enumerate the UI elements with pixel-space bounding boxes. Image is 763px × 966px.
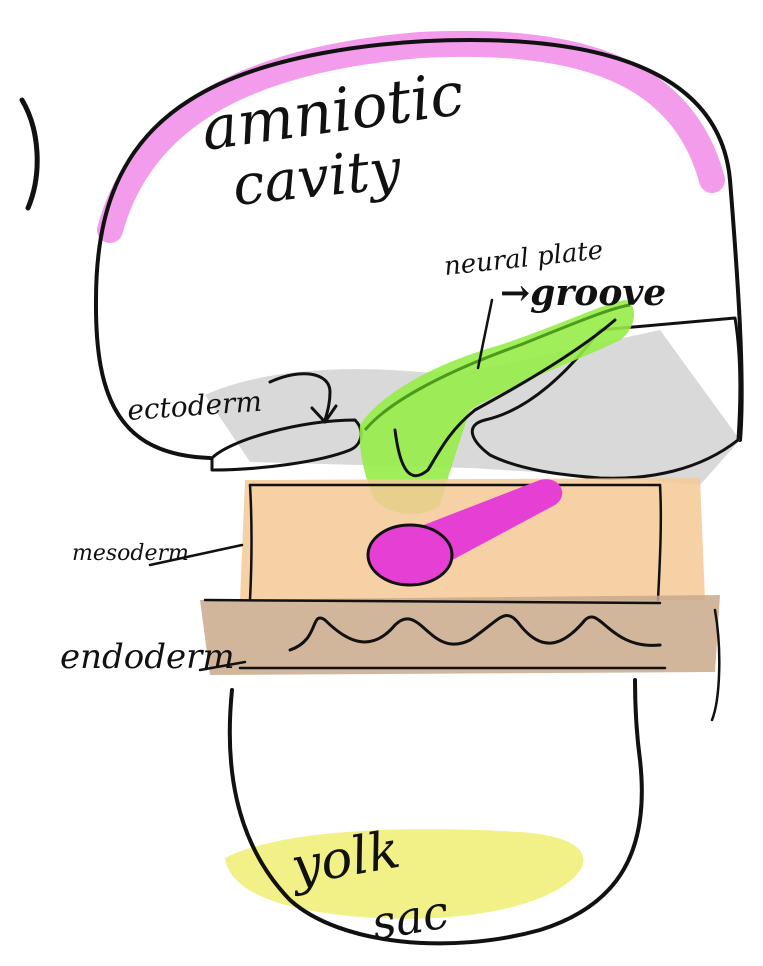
neural-label-line2: →groove bbox=[500, 272, 666, 314]
mesoderm-label: mesoderm bbox=[72, 541, 189, 566]
notochord-cross-section bbox=[368, 525, 452, 585]
label-endoderm: endoderm bbox=[60, 637, 245, 677]
endoderm-label: endoderm bbox=[60, 637, 235, 677]
left-edge-bracket bbox=[22, 100, 37, 208]
endoderm-layer bbox=[200, 595, 720, 675]
endoderm-brown-fill bbox=[200, 595, 720, 675]
label-mesoderm: mesoderm bbox=[72, 541, 242, 566]
